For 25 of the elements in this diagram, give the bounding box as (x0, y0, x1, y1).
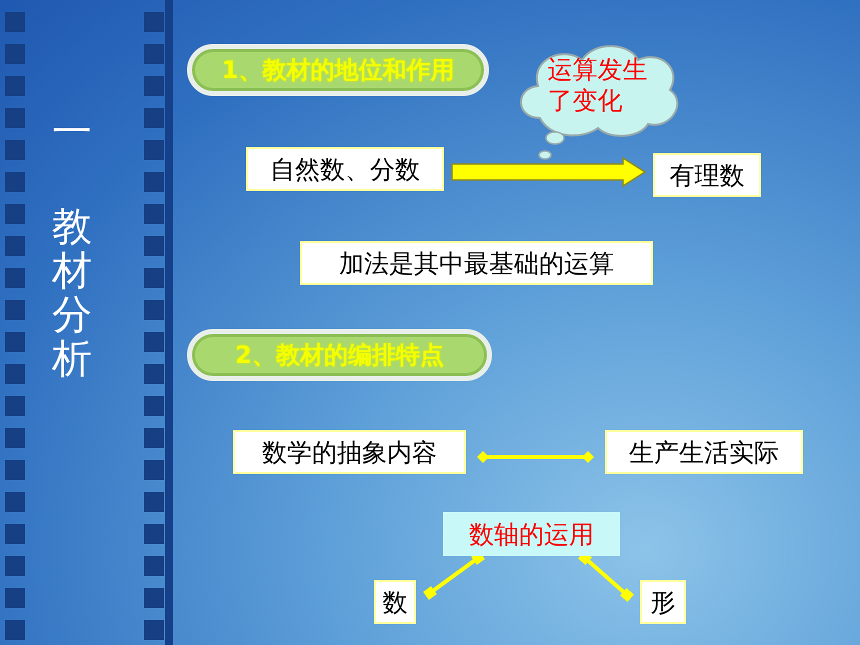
text-box (374, 580, 416, 624)
box-text: 数学的抽象内容 (262, 436, 437, 468)
text-box (653, 153, 761, 197)
box-text: 数 (382, 586, 408, 618)
heading-pill (187, 329, 492, 381)
box-text: 加法是其中最基础的运算 (339, 248, 614, 280)
section-heading: 2、教材的编排特点 (235, 340, 444, 371)
side-title: 教材分析 (52, 205, 92, 381)
box-text: 自然数、分数 (270, 154, 420, 186)
highlight-box (443, 512, 620, 556)
box-text: 数轴的运用 (469, 518, 594, 550)
side-title: 一 (52, 110, 92, 154)
connector (477, 451, 594, 463)
text-box (640, 580, 686, 624)
box-text: 有理数 (670, 160, 744, 192)
text-box (300, 241, 653, 285)
text-box (605, 430, 803, 474)
text-box (246, 147, 444, 191)
block-arrow (451, 156, 646, 188)
heading-pill (187, 44, 489, 96)
box-text: 运算发生了变化 (548, 54, 648, 116)
box-text: 生产生活实际 (629, 436, 779, 468)
section-heading: 1、教材的地位和作用 (222, 55, 454, 86)
box-text: 形 (650, 586, 676, 618)
text-box (233, 430, 466, 474)
